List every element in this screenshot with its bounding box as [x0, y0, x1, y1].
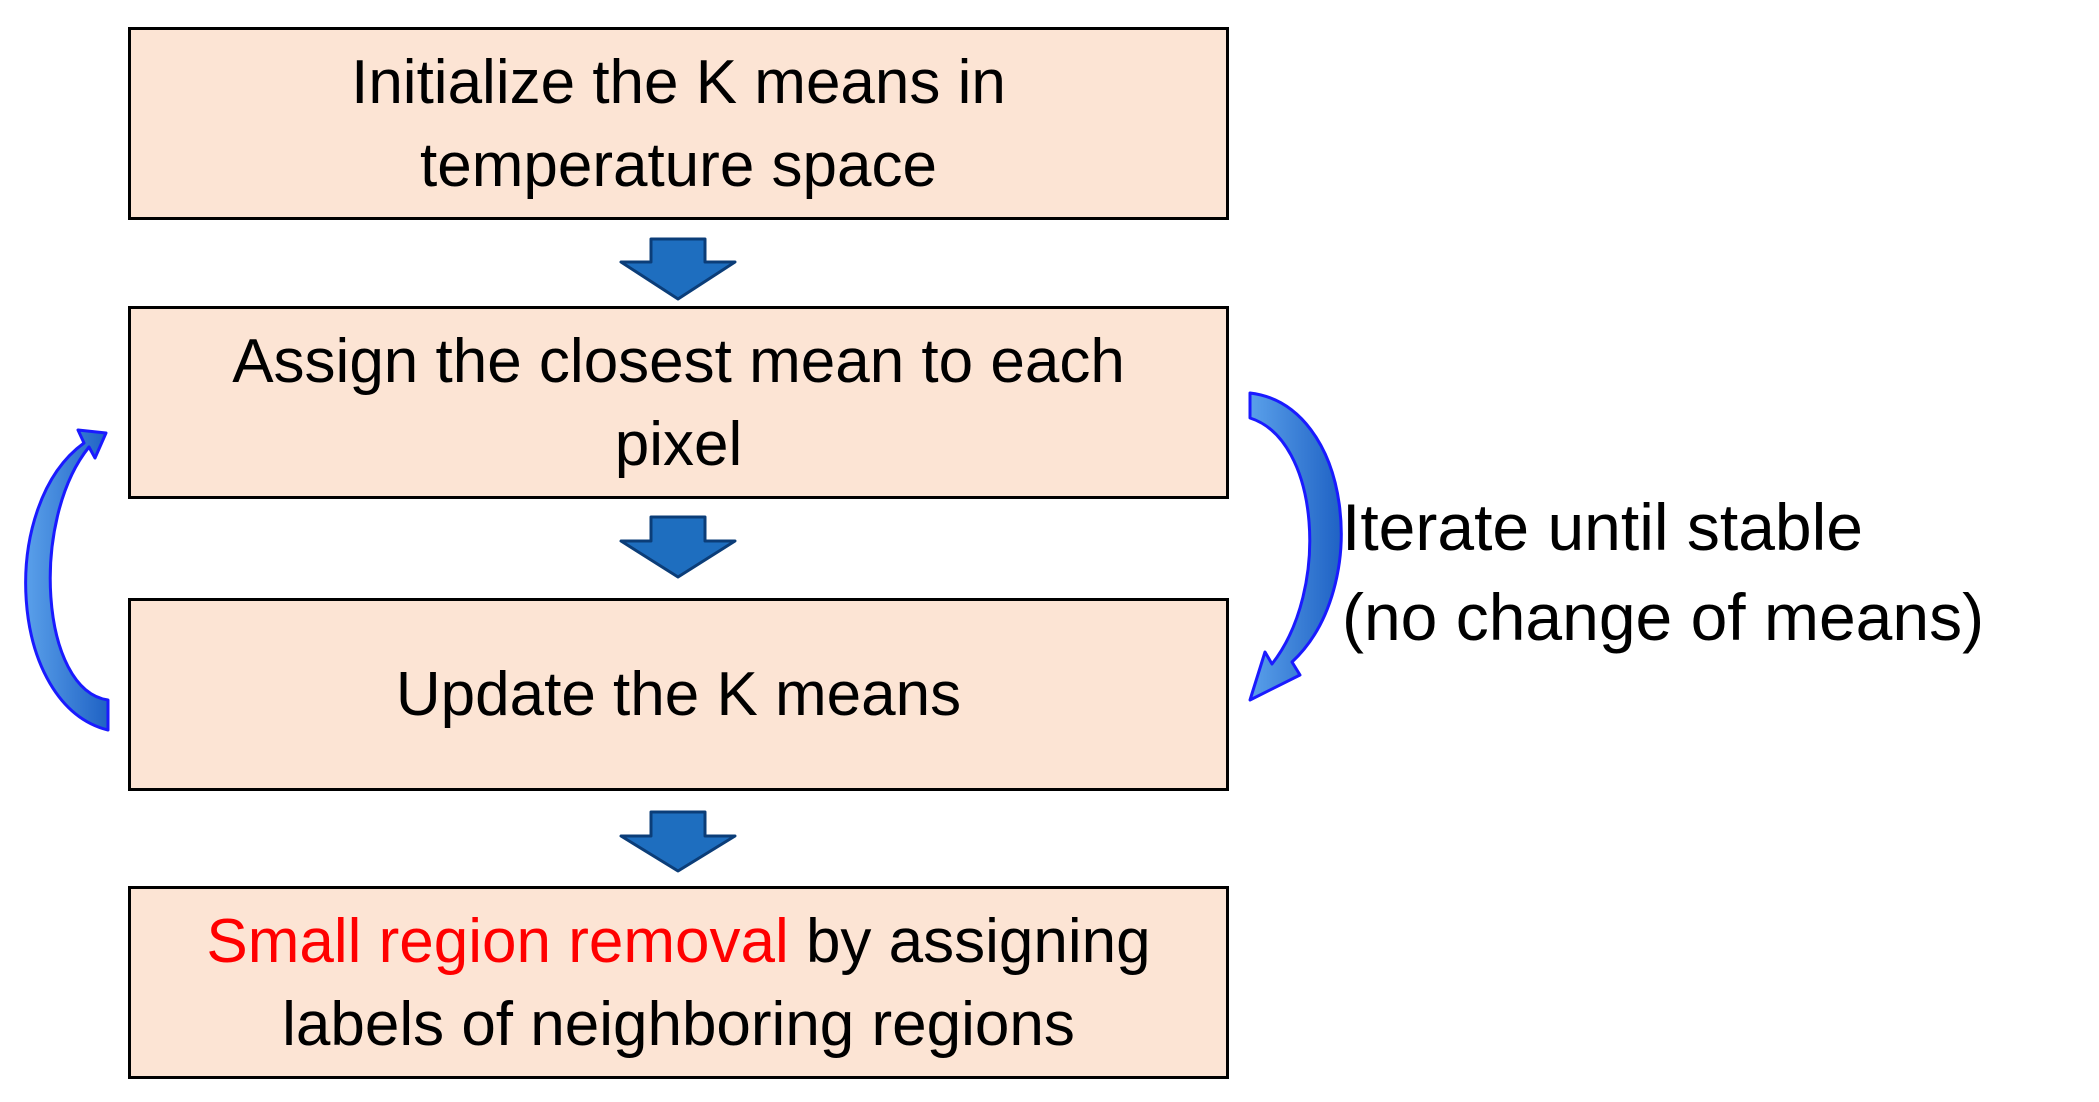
- step-removal-highlight: Small region removal: [206, 906, 789, 976]
- curved-loop-arrow-icon: [24, 428, 110, 732]
- step-removal-line2: labels of neighboring regions: [282, 989, 1075, 1059]
- step-initialize-line1: Initialize the K means in: [351, 47, 1006, 117]
- step-update-text: Update the K means: [396, 653, 961, 736]
- iterate-note-line1: Iterate until stable: [1342, 490, 1863, 564]
- step-removal-text: Small region removal by assigning labels…: [206, 900, 1150, 1066]
- step-update-means: Update the K means: [128, 598, 1229, 791]
- step-initialize-means: Initialize the K means in temperature sp…: [128, 27, 1229, 220]
- curved-loop-arrow-icon: [1248, 391, 1343, 702]
- down-arrow-icon: [619, 515, 737, 579]
- step-assign-line2: pixel: [614, 409, 743, 479]
- step-assign-closest-mean: Assign the closest mean to each pixel: [128, 306, 1229, 499]
- iterate-until-stable-note: Iterate until stable (no change of means…: [1342, 482, 1984, 662]
- down-arrow-icon: [619, 237, 737, 301]
- step-removal-line1-rest: by assigning: [788, 906, 1151, 976]
- step-initialize-text: Initialize the K means in temperature sp…: [351, 41, 1006, 207]
- step-assign-line1: Assign the closest mean to each: [232, 326, 1125, 396]
- step-assign-text: Assign the closest mean to each pixel: [232, 320, 1125, 486]
- step-small-region-removal: Small region removal by assigning labels…: [128, 886, 1229, 1079]
- step-update-line1: Update the K means: [395, 660, 962, 729]
- iterate-note-line2: (no change of means): [1342, 580, 1985, 654]
- down-arrow-icon: [619, 810, 737, 873]
- step-initialize-line2: temperature space: [420, 130, 937, 200]
